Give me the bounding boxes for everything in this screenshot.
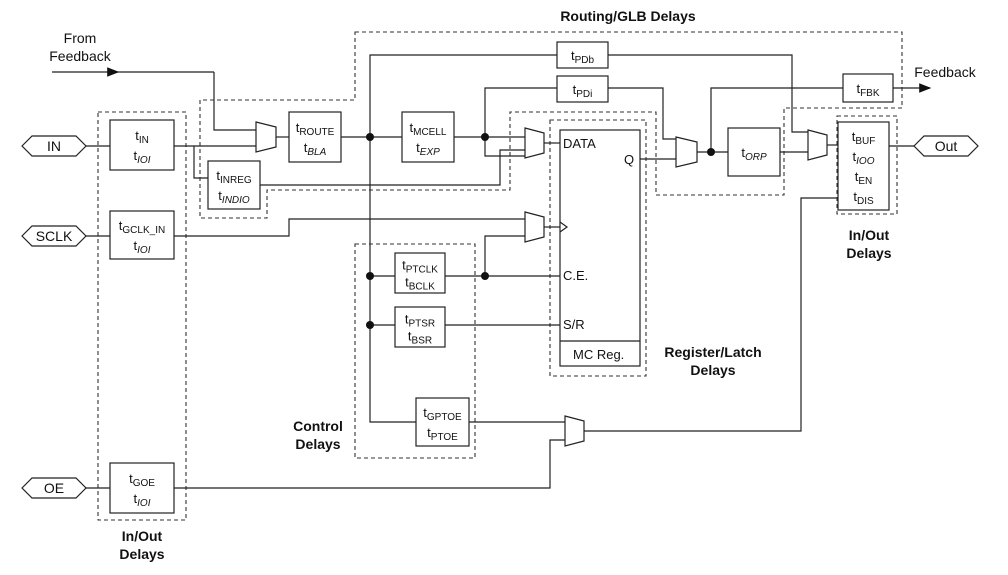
label-inout-left-line-0: In/Out [122, 528, 163, 544]
mux-clk [524, 211, 545, 243]
label-register-latch-line-1: Delays [690, 362, 735, 378]
svg-text:SCLK: SCLK [36, 228, 73, 244]
block-t-pdb: tPDb [556, 41, 609, 69]
block-t-pdi: tPDi [556, 75, 609, 103]
t-gclk-line-1: tIOI [134, 238, 151, 256]
block-t-fbk: tFBK [842, 73, 894, 103]
t-in-line-0: tIN [135, 128, 149, 146]
pad-sclk: SCLK [21, 225, 87, 247]
svg-text:IN: IN [47, 138, 61, 154]
t-ptclk-line-1: tBCLK [405, 275, 435, 293]
t-buf-line-2: tEN [855, 169, 873, 187]
block-t-goe: tGOE tIOI [109, 462, 175, 514]
svg-text:Out: Out [935, 138, 958, 154]
inout-left-region [97, 111, 187, 521]
t-goe-line-1: tIOI [134, 491, 151, 509]
reg-data-label: DATA [563, 136, 596, 151]
reg-ce-label: C.E. [563, 268, 588, 283]
t-in-line-1: tIOI [134, 148, 151, 166]
mux-route [255, 121, 277, 153]
t-ptsr-line-1: tBSR [408, 329, 432, 347]
delay-blocks: tIN tIOI tGCLK_IN tIOI tGOE tIOI tROUTE tBLA… [109, 41, 894, 514]
pad-oe: OE [21, 477, 87, 499]
t-mcell-line-1: tEXP [416, 140, 440, 158]
t-inreg-line-0: tINREG [216, 168, 252, 186]
mux-data [524, 127, 545, 159]
label-feedback-out: Feedback [914, 64, 976, 80]
control-region [354, 243, 476, 459]
mux-q [675, 136, 698, 168]
t-buf-line-3: tDIS [853, 189, 874, 207]
t-orp-line-0: tORP [741, 145, 767, 163]
t-pdi-line-0: tPDi [573, 82, 593, 100]
label-register-latch-line-0: Register/Latch [664, 344, 761, 360]
block-t-gclk-in: tGCLK_IN tIOI [109, 210, 175, 260]
t-route-line-1: tBLA [304, 140, 327, 158]
t-inreg-line-1: tINDIO [218, 188, 250, 206]
label-from-feedback-line-0: From [64, 30, 97, 46]
routing-glb-title: Routing/GLB Delays [560, 8, 696, 24]
label-control-line-0: Control [293, 418, 343, 434]
register-region [549, 119, 647, 377]
block-t-buf: tBUF tIOO tEN tDIS [837, 121, 890, 211]
inout-right-region [836, 115, 898, 215]
label-control-line-1: Delays [295, 436, 340, 452]
mc-register: DATA Q C.E. S/R MC Reg. [559, 129, 641, 367]
t-gclk-line-0: tGCLK_IN [119, 218, 165, 236]
t-ptsr-line-0: tPTSR [405, 312, 435, 330]
wires [52, 54, 932, 489]
reg-name-label: MC Reg. [573, 347, 624, 362]
block-t-inreg: tINREG tINDIO [207, 160, 261, 210]
routing-glb-region [199, 31, 903, 219]
pad-in: IN [21, 135, 87, 157]
svg-text:OE: OE [44, 480, 64, 496]
t-fbk-line-0: tFBK [856, 81, 879, 99]
mux-oe [564, 415, 585, 447]
label-inout-right-line-1: Delays [846, 245, 891, 261]
block-t-gptoe: tGPTOE tPTOE [415, 397, 470, 447]
block-t-orp: tORP [727, 127, 781, 177]
t-gptoe-line-1: tPTOE [427, 425, 458, 443]
label-inout-left-line-1: Delays [119, 546, 164, 562]
block-t-in: tIN tIOI [109, 119, 175, 171]
t-route-line-0: tROUTE [296, 120, 335, 138]
t-ptclk-line-0: tPTCLK [402, 258, 438, 276]
t-buf-line-1: tIOO [853, 149, 875, 167]
t-pdb-line-0: tPDb [571, 48, 595, 66]
reg-sr-label: S/R [563, 317, 585, 332]
t-goe-line-0: tGOE [129, 471, 155, 489]
pad-out: Out [913, 135, 979, 157]
block-t-route: tROUTE tBLA [288, 111, 342, 163]
t-mcell-line-0: tMCELL [410, 120, 447, 138]
t-gptoe-line-0: tGPTOE [423, 405, 462, 423]
muxes [255, 121, 828, 447]
junction-dots [366, 133, 715, 329]
mux-out [807, 129, 828, 161]
label-inout-right-line-0: In/Out [849, 227, 890, 243]
t-buf-line-0: tBUF [852, 129, 876, 147]
block-t-mcell: tMCELL tEXP [401, 111, 455, 163]
reg-q-label: Q [624, 152, 634, 167]
label-from-feedback-line-1: Feedback [49, 48, 111, 64]
